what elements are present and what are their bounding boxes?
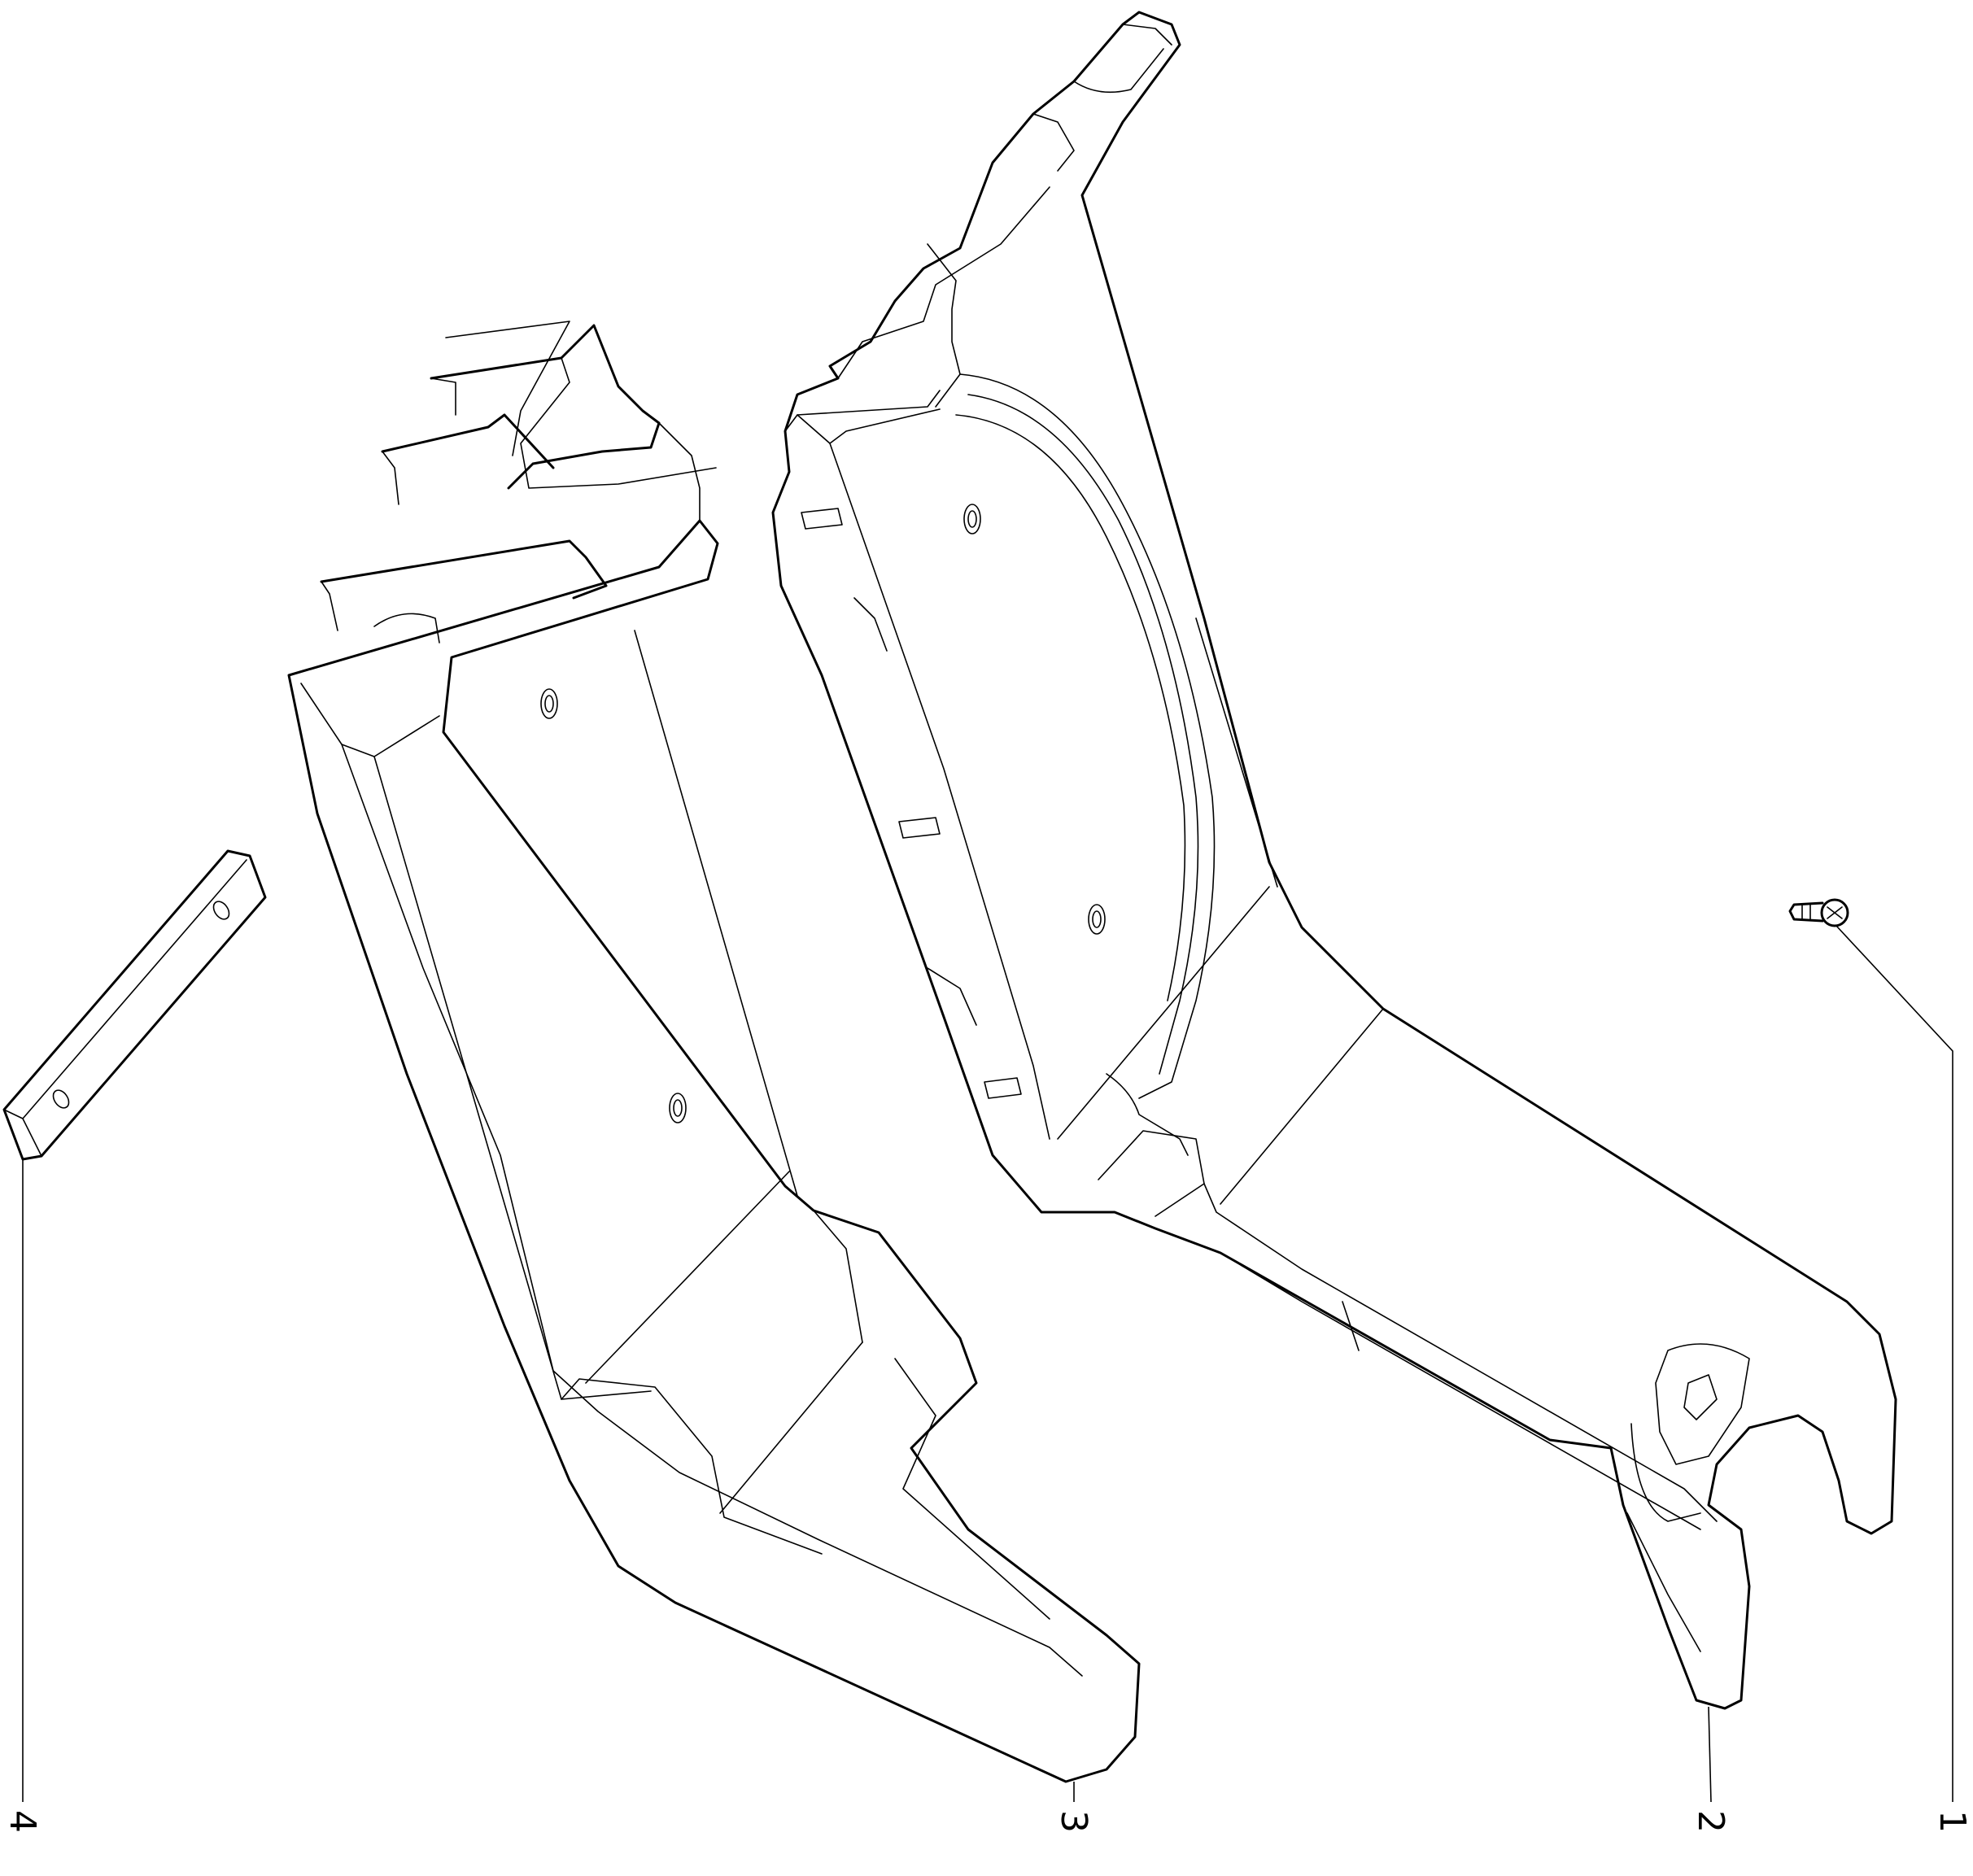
callout-labels: 1 2 3 4: [2, 1810, 1973, 1833]
callout-4: 4: [2, 1810, 43, 1833]
callout-2: 2: [1690, 1810, 1731, 1833]
leader-1: [1836, 925, 1953, 1802]
part-2-right-housing: [771, 11, 1897, 1710]
leader-2: [1708, 1706, 1712, 1803]
part-4-flat-bar: [2, 849, 267, 1161]
leader-lines: [22, 925, 1953, 1803]
callout-1: 1: [1932, 1810, 1973, 1833]
callout-3: 3: [1053, 1810, 1094, 1833]
part-1-screw: [1788, 898, 1849, 927]
part-3-left-housing: [287, 321, 1141, 1783]
